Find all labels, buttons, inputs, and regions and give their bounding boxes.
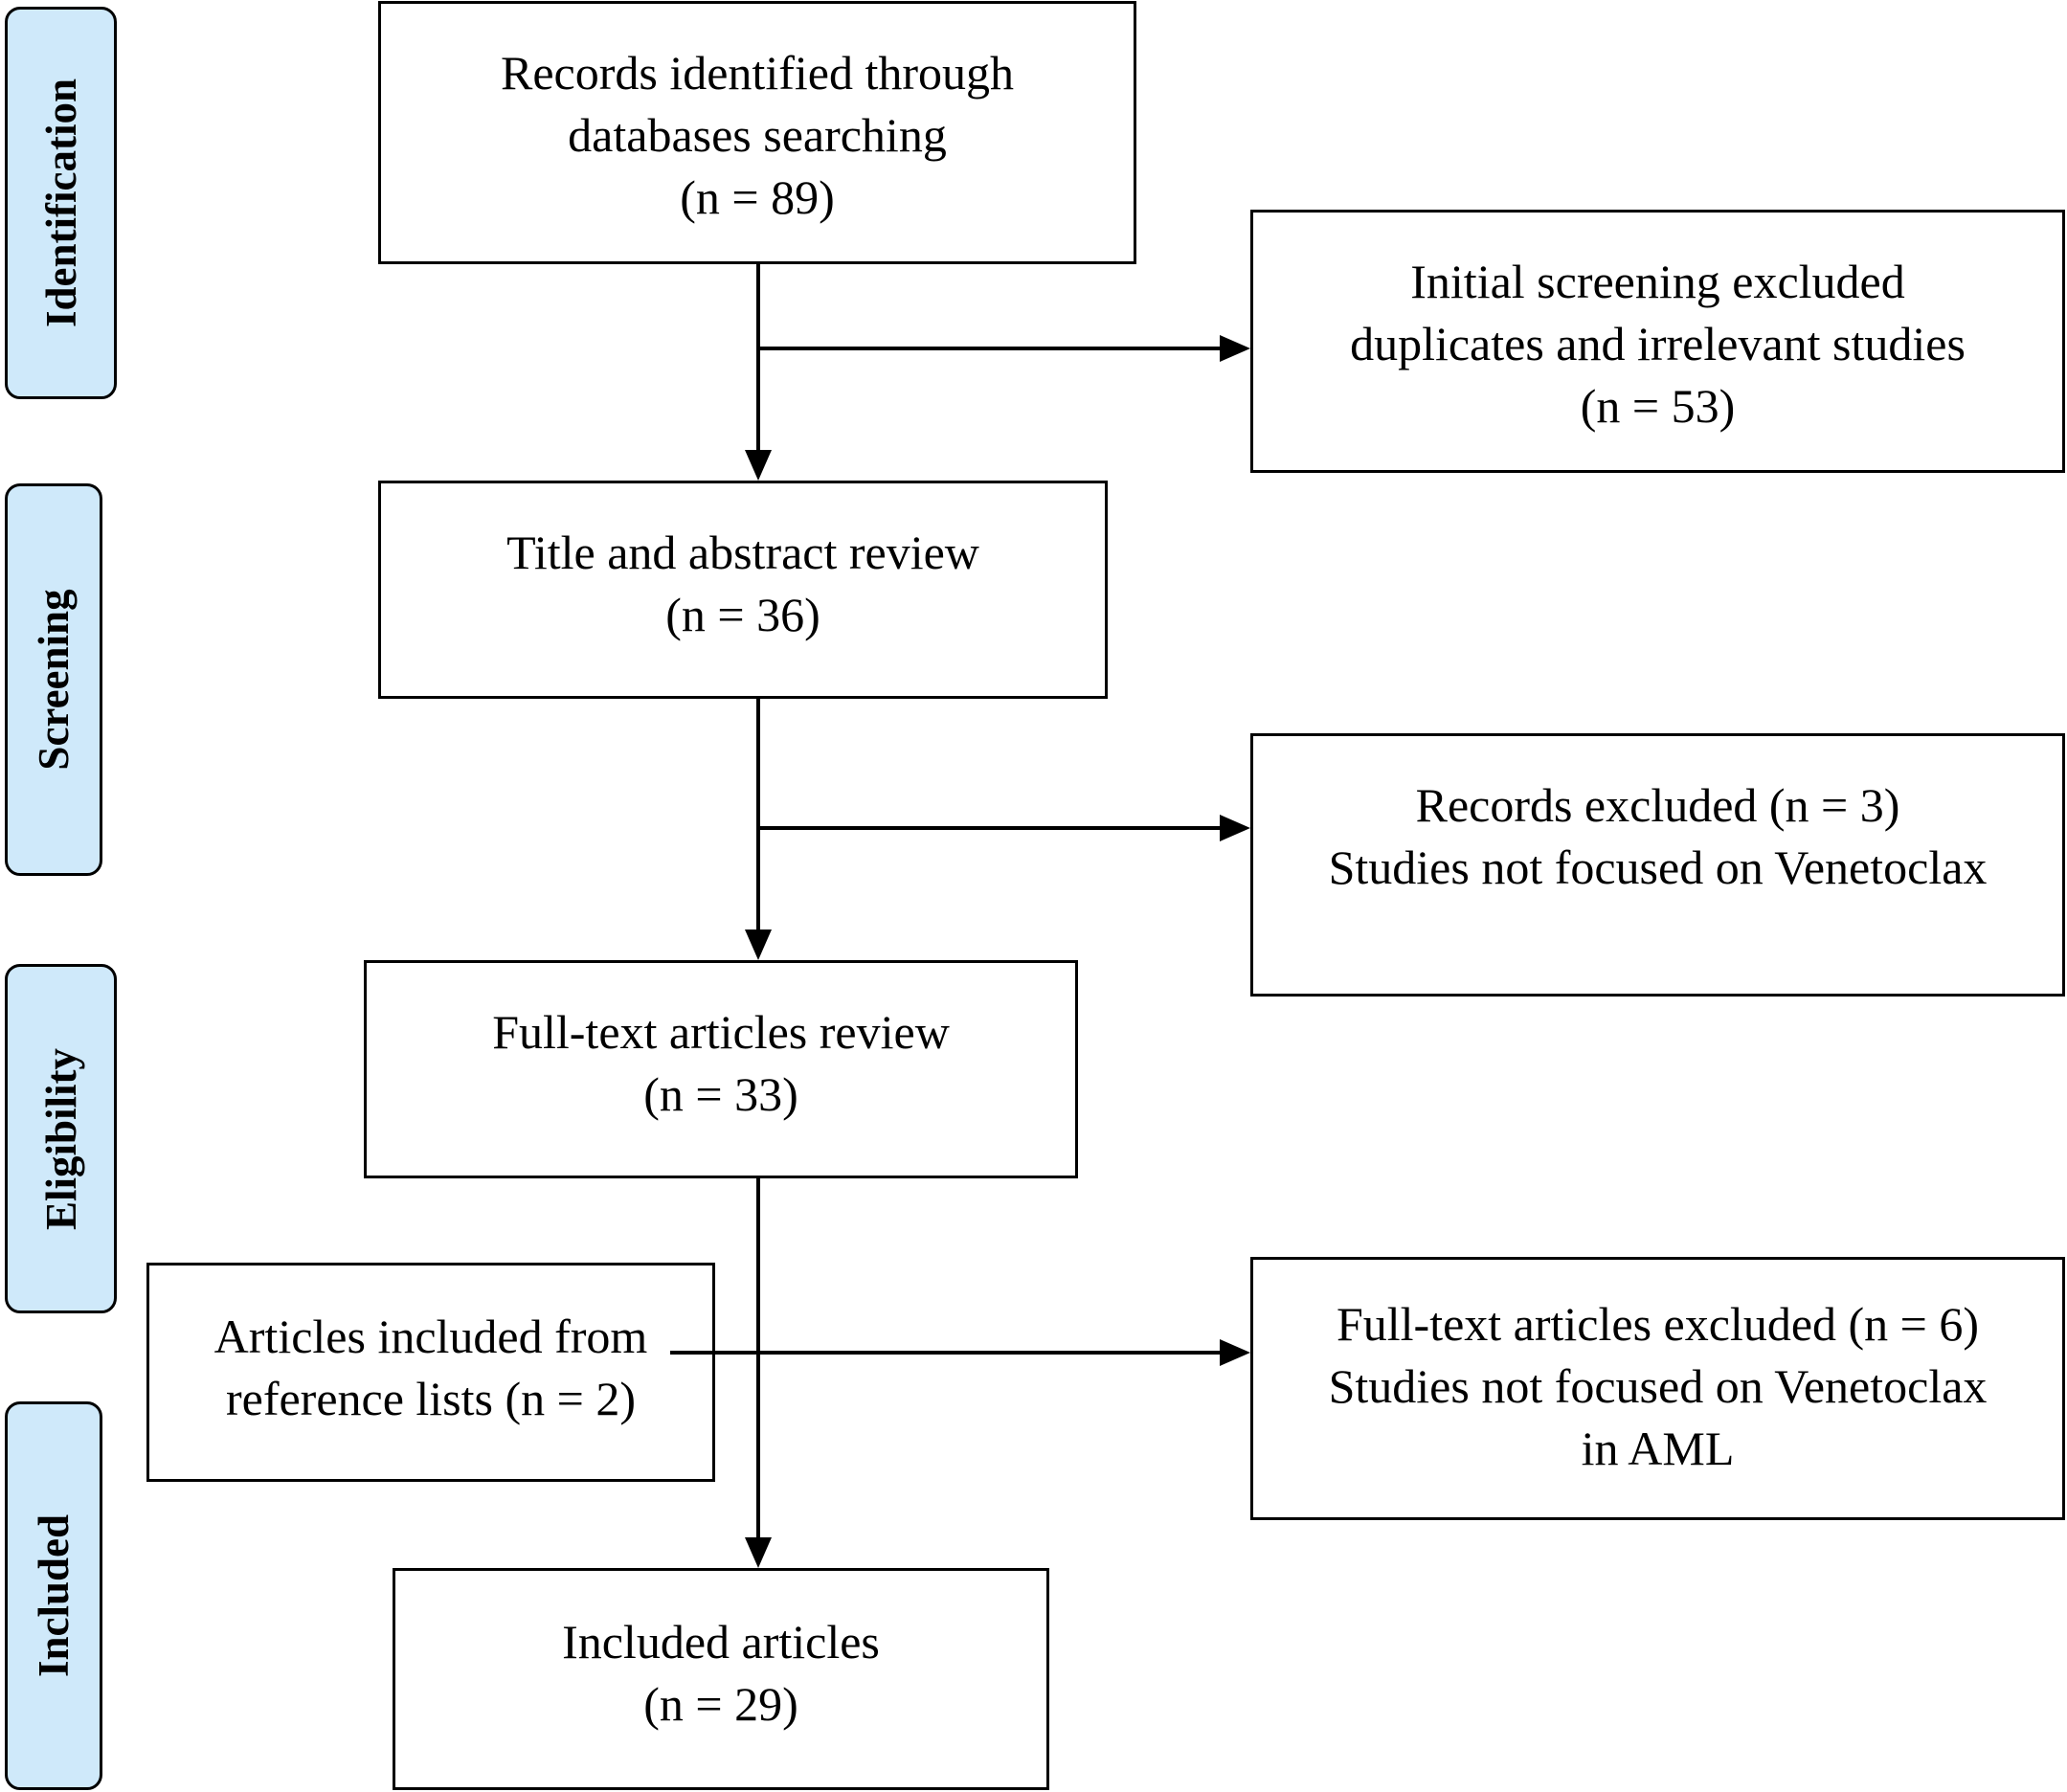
arrowhead-to-full-text-excluded — [1220, 1339, 1250, 1366]
initial-screening-excluded-box: Initial screening excluded duplicates an… — [1250, 210, 2065, 473]
title-abstract-count: (n = 36) — [665, 588, 820, 641]
reference-lists-line-1: Articles included from — [213, 1310, 648, 1363]
records-excluded-line-1: Records excluded (n = 3) — [1415, 778, 1900, 832]
records-identified-line-1: Records identified through — [501, 46, 1014, 100]
title-abstract-review-box: Title and abstract review (n = 36) — [378, 481, 1108, 699]
records-excluded-line-2: Studies not focused on Venetoclax — [1328, 840, 1988, 894]
records-identified-box: Records identified through databases sea… — [378, 1, 1136, 264]
reference-lists-line-2: reference lists (n = 2) — [225, 1372, 636, 1425]
arrowhead-eligibility-to-included — [745, 1537, 772, 1568]
initial-screening-count: (n = 53) — [1580, 379, 1736, 433]
full-text-review-box: Full-text articles review (n = 33) — [364, 960, 1078, 1178]
records-identified-count: (n = 89) — [680, 170, 835, 224]
records-identified-line-2: databases searching — [568, 108, 947, 162]
full-text-excluded-box: Full-text articles excluded (n = 6) Stud… — [1250, 1257, 2065, 1520]
title-abstract-line-1: Title and abstract review — [506, 526, 979, 579]
arrowhead-to-records-excluded — [1220, 815, 1250, 841]
stage-identification: Identification — [5, 7, 117, 399]
initial-screening-line-1: Initial screening excluded — [1410, 255, 1905, 308]
included-articles-line-1: Included articles — [562, 1615, 880, 1669]
included-articles-box: Included articles (n = 29) — [393, 1568, 1049, 1790]
stage-included: Included — [5, 1401, 102, 1790]
stage-screening: Screening — [5, 483, 102, 876]
initial-screening-line-2: duplicates and irrelevant studies — [1350, 317, 1966, 370]
records-excluded-box: Records excluded (n = 3) Studies not foc… — [1250, 733, 2065, 997]
full-text-excluded-line-3: in AML — [1581, 1422, 1735, 1475]
stage-eligibility: Eligibility — [5, 964, 117, 1313]
full-text-review-count: (n = 33) — [643, 1067, 798, 1121]
included-articles-count: (n = 29) — [643, 1677, 798, 1731]
arrowhead-identified-to-screening — [745, 450, 772, 481]
full-text-review-line-1: Full-text articles review — [492, 1005, 950, 1059]
full-text-excluded-line-1: Full-text articles excluded (n = 6) — [1336, 1297, 1980, 1351]
arrowhead-screening-to-eligibility — [745, 930, 772, 960]
arrowhead-to-initial-excluded — [1220, 335, 1250, 362]
reference-lists-box: Articles included from reference lists (… — [146, 1263, 715, 1482]
full-text-excluded-line-2: Studies not focused on Venetoclax — [1328, 1359, 1988, 1413]
